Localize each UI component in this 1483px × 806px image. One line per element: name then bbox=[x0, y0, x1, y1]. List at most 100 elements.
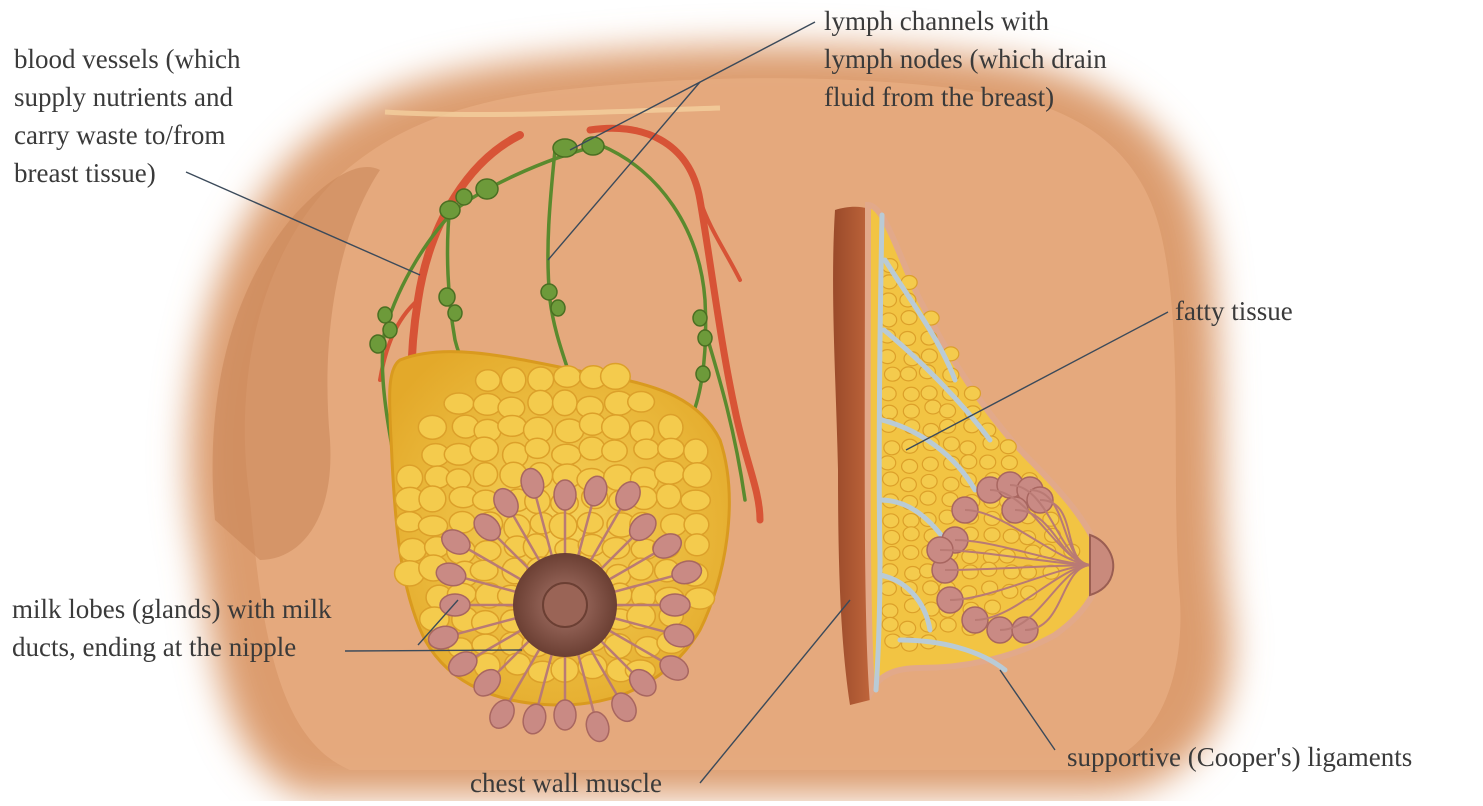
fat-lobule bbox=[983, 550, 999, 564]
fat-lobule bbox=[903, 387, 919, 401]
fat-lobule bbox=[684, 439, 708, 464]
fat-lobule bbox=[399, 538, 426, 561]
fat-lobule bbox=[579, 437, 605, 460]
lymph-node bbox=[541, 284, 557, 300]
fat-lobule bbox=[921, 474, 937, 488]
lymph-node bbox=[696, 366, 710, 382]
fat-lobule bbox=[940, 404, 956, 418]
fat-lobule bbox=[881, 313, 897, 327]
fat-lobule bbox=[923, 424, 939, 438]
fat-lobule bbox=[882, 617, 898, 631]
fat-lobule bbox=[903, 514, 919, 528]
fat-lobule bbox=[476, 370, 501, 391]
fat-lobule bbox=[884, 441, 900, 455]
fat-lobule bbox=[964, 386, 980, 400]
fat-lobule bbox=[681, 490, 710, 511]
fat-lobule bbox=[900, 621, 916, 635]
lymph-node bbox=[693, 310, 707, 326]
fat-lobule bbox=[473, 463, 497, 487]
fat-lobule bbox=[943, 477, 959, 491]
lymph-node bbox=[378, 307, 392, 323]
fat-lobule bbox=[552, 444, 581, 465]
milk-lobe bbox=[440, 594, 470, 616]
fat-lobule bbox=[1000, 440, 1016, 454]
fat-lobule bbox=[984, 528, 1000, 542]
lymph-node bbox=[448, 305, 462, 321]
milk-lobe bbox=[554, 700, 576, 730]
fat-lobule bbox=[444, 393, 474, 414]
fat-lobule bbox=[903, 546, 919, 560]
label-fatty-tissue: fatty tissue bbox=[1175, 292, 1293, 330]
fat-lobule bbox=[880, 581, 896, 595]
label-lymph-channels: lymph channels with lymph nodes (which d… bbox=[824, 2, 1107, 116]
fat-lobule bbox=[554, 366, 581, 387]
label-blood-vessels: blood vessels (which supply nutrients an… bbox=[14, 40, 240, 192]
fat-lobule bbox=[473, 394, 501, 416]
fat-lobule bbox=[525, 438, 549, 458]
fat-lobule bbox=[549, 513, 577, 539]
label-chest-wall-muscle: chest wall muscle bbox=[470, 764, 662, 802]
leader-milk-2 bbox=[345, 650, 522, 651]
lymph-node bbox=[476, 179, 498, 199]
fat-lobule bbox=[883, 514, 899, 528]
lymph-node bbox=[698, 330, 712, 346]
milk-lobe bbox=[660, 594, 690, 616]
fat-lobule bbox=[905, 567, 921, 581]
fat-lobule bbox=[922, 457, 938, 471]
fat-lobule bbox=[601, 363, 631, 389]
fat-lobule bbox=[960, 441, 976, 455]
fat-lobule bbox=[921, 386, 937, 400]
fat-lobule bbox=[882, 604, 898, 618]
fat-lobule bbox=[656, 484, 680, 508]
torso-highlight bbox=[245, 78, 1181, 770]
lymph-node bbox=[440, 201, 460, 219]
fat-lobule bbox=[634, 439, 659, 459]
fat-lobule bbox=[655, 461, 685, 484]
fat-lobule bbox=[683, 463, 712, 488]
fat-lobule bbox=[1001, 456, 1017, 470]
fat-lobule bbox=[419, 486, 446, 512]
fat-lobule bbox=[980, 455, 996, 469]
fat-lobule bbox=[553, 390, 577, 416]
lymph-node bbox=[370, 335, 386, 353]
fat-lobule bbox=[446, 469, 470, 489]
lymph-node bbox=[456, 189, 472, 205]
fat-lobule bbox=[881, 405, 897, 419]
fat-lobule bbox=[943, 437, 959, 451]
fat-lobule bbox=[921, 349, 937, 363]
fat-lobule bbox=[1003, 529, 1019, 543]
fat-lobule bbox=[602, 415, 630, 439]
fat-lobule bbox=[884, 367, 900, 381]
lymph-node bbox=[582, 137, 604, 155]
fat-lobule bbox=[901, 311, 917, 325]
fat-lobule bbox=[880, 456, 896, 470]
fat-lobule bbox=[658, 415, 683, 441]
fat-lobule bbox=[923, 581, 939, 595]
fat-lobule bbox=[444, 444, 473, 466]
fat-lobule bbox=[604, 634, 631, 659]
fat-lobule bbox=[685, 534, 710, 556]
fat-lobule bbox=[903, 527, 919, 541]
nipple bbox=[543, 583, 587, 627]
fat-lobule bbox=[684, 513, 709, 535]
fat-lobule bbox=[984, 600, 1000, 614]
fat-lobule bbox=[628, 392, 655, 413]
lymph-node bbox=[551, 300, 565, 316]
fat-lobule bbox=[903, 404, 919, 418]
label-coopers-ligaments: supportive (Cooper's) ligaments bbox=[1067, 738, 1412, 776]
fat-lobule bbox=[902, 459, 918, 473]
torso bbox=[189, 46, 1231, 795]
fat-lobule bbox=[902, 439, 918, 453]
lymph-node bbox=[439, 288, 455, 306]
fat-lobule bbox=[472, 611, 499, 635]
milk-lobe bbox=[554, 480, 576, 510]
fat-lobule bbox=[470, 437, 498, 461]
fat-lobule bbox=[883, 472, 899, 486]
fat-lobule bbox=[501, 367, 525, 392]
fat-lobule bbox=[884, 530, 900, 544]
fat-lobule bbox=[940, 618, 956, 632]
fat-lobule bbox=[528, 390, 553, 415]
fat-lobule bbox=[528, 367, 554, 392]
fat-lobule bbox=[962, 565, 978, 579]
